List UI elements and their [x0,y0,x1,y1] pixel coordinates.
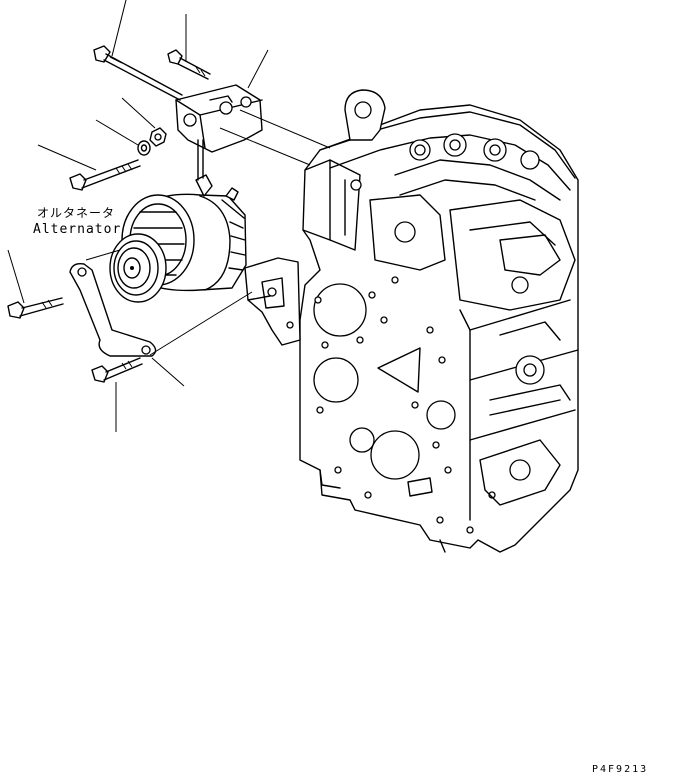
bolt-top-center [167,49,211,80]
washer [137,140,151,156]
bolt-bottom-left [91,357,143,383]
alternator-label-japanese: オルタネータ [37,206,116,220]
upper-bracket [175,84,263,153]
alternator [109,139,247,303]
stay-bracket [244,257,301,346]
plate-bolt-holes [314,276,496,534]
figure-code: P4F9213 [592,764,649,775]
bolt-top-left [93,45,183,101]
leader-lines [7,0,269,432]
bolt-long-left [69,159,141,191]
nut [149,127,167,147]
assembly-lines [85,109,331,356]
lower-bracket [69,262,157,357]
engine-block [299,89,579,553]
bolt-lower-left [7,297,64,319]
alternator-label-english: Alternator [33,222,122,237]
